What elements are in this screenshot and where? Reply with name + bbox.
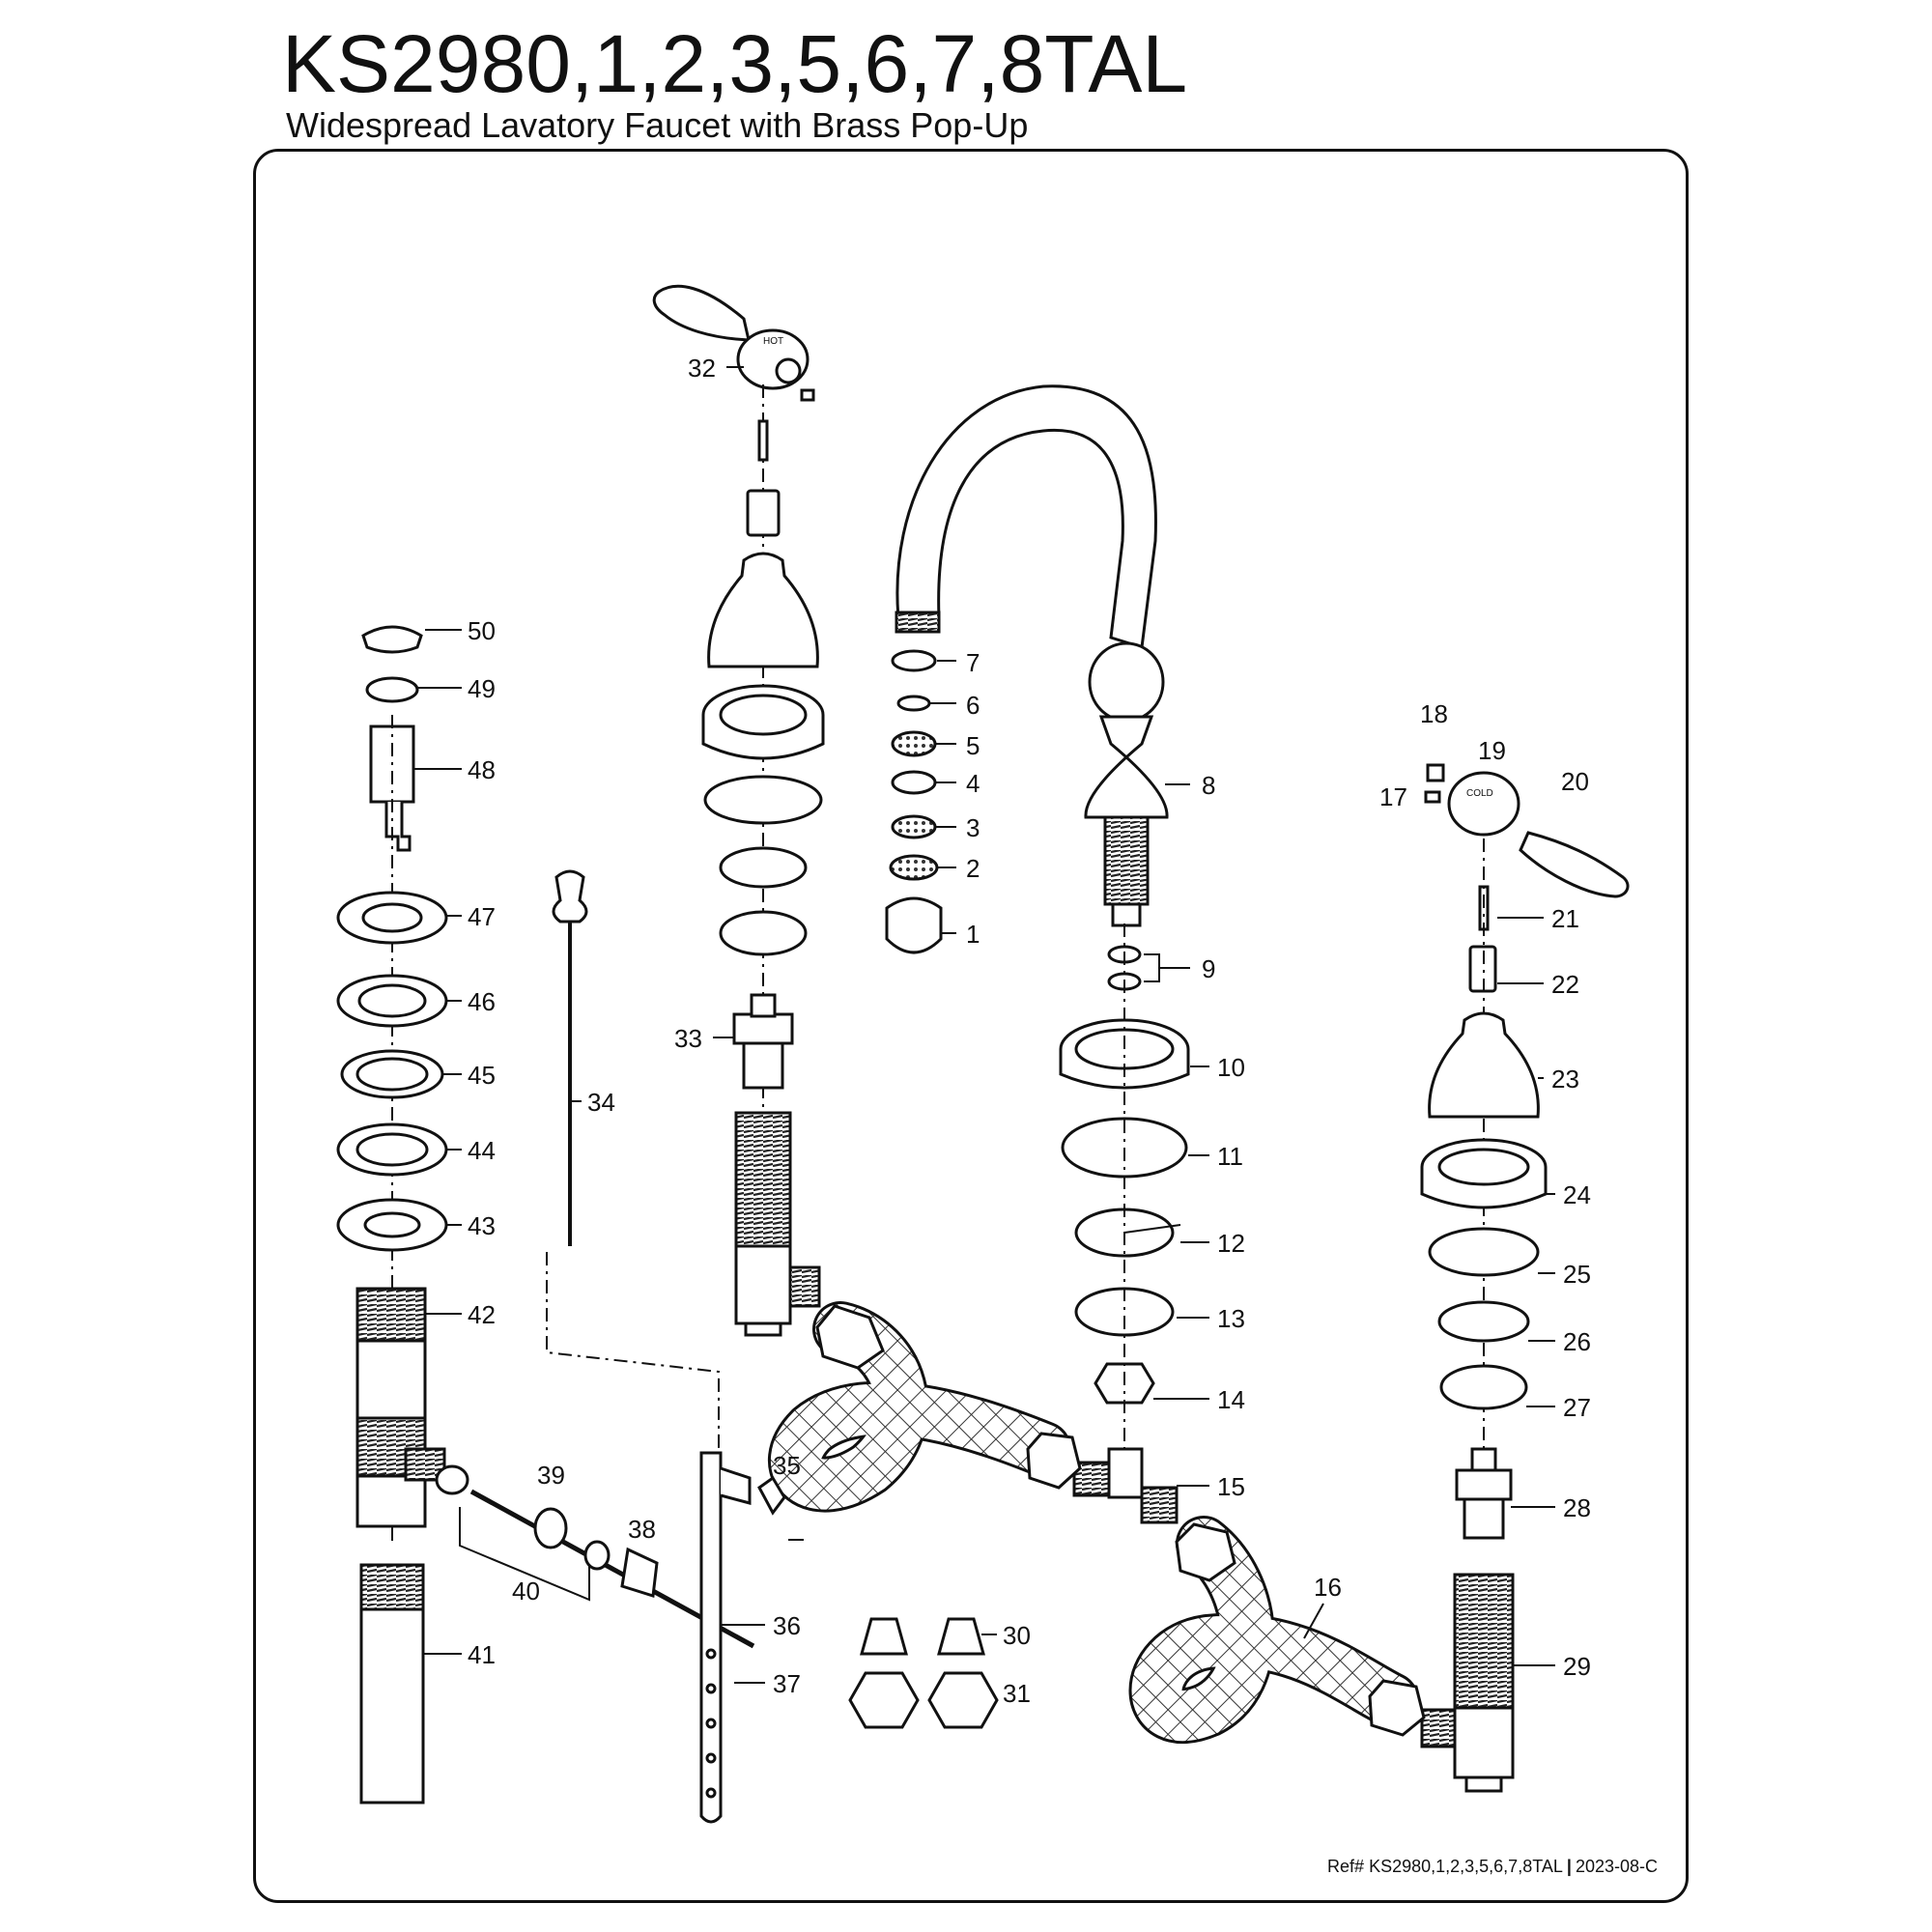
part-label-24: 24 [1563, 1180, 1591, 1209]
gooseneck-spout [895, 384, 1157, 649]
part-label-31: 31 [1003, 1679, 1031, 1708]
part-label-30: 30 [1003, 1621, 1031, 1650]
hot-lever-handle: HOT [652, 284, 815, 402]
part-label-34: 34 [587, 1088, 615, 1117]
part-label-12: 12 [1217, 1229, 1245, 1258]
cold-lever-handle [1519, 831, 1630, 898]
part-label-50: 50 [468, 616, 496, 645]
part-label-19: 19 [1478, 736, 1506, 765]
tailpiece [359, 1607, 425, 1804]
extension-strap [699, 1451, 723, 1824]
part-label-17: 17 [1379, 782, 1407, 811]
part-number-labels: 7 6 5 4 3 2 1 8 9 10 11 12 13 14 15 16 1… [468, 354, 1591, 1708]
part-label-41: 41 [468, 1640, 496, 1669]
reference-number: Ref# KS2980,1,2,3,5,6,7,8TAL [1327, 1857, 1563, 1876]
part-label-1: 1 [966, 920, 980, 949]
part-label-37: 37 [773, 1669, 801, 1698]
part-label-6: 6 [966, 691, 980, 720]
part-label-45: 45 [468, 1061, 496, 1090]
part-label-4: 4 [966, 769, 980, 798]
diagram-frame [253, 149, 1689, 1903]
part-label-18: 18 [1420, 699, 1448, 728]
part-label-25: 25 [1563, 1260, 1591, 1289]
hot-handle-assembly: HOT [652, 284, 825, 1337]
part-label-46: 46 [468, 987, 496, 1016]
page-title: KS2980,1,2,3,5,6,7,8TAL [282, 18, 1188, 109]
tee-connector [1107, 1447, 1144, 1499]
cold-handle-body [1447, 771, 1520, 837]
part-label-5: 5 [966, 731, 980, 760]
part-label-20: 20 [1561, 767, 1589, 796]
part-label-35: 35 [773, 1451, 801, 1480]
part-label-14: 14 [1217, 1385, 1245, 1414]
part-label-33: 33 [674, 1024, 702, 1053]
hot-valve-cartridge [732, 1012, 794, 1045]
part-label-22: 22 [1551, 970, 1579, 999]
part-label-28: 28 [1563, 1493, 1591, 1522]
part-label-47: 47 [468, 902, 496, 931]
part-label-42: 42 [468, 1300, 496, 1329]
part-label-10: 10 [1217, 1053, 1245, 1082]
part-label-29: 29 [1563, 1652, 1591, 1681]
drain-stopper-cap [361, 625, 423, 654]
part-label-43: 43 [468, 1211, 496, 1240]
part-label-23: 23 [1551, 1065, 1579, 1094]
part-label-8: 8 [1202, 771, 1215, 800]
part-label-9: 9 [1202, 954, 1215, 983]
spout-base [1084, 715, 1169, 819]
cold-handle-assembly: COLD [1420, 763, 1630, 1793]
supply-hoses [768, 1301, 1426, 1744]
footer-separator: | [1566, 1857, 1572, 1876]
part-label-2: 2 [966, 854, 980, 883]
part-label-11: 11 [1217, 1142, 1243, 1171]
leader-lines [413, 366, 1555, 1684]
part-label-21: 21 [1551, 904, 1579, 933]
part-label-36: 36 [773, 1611, 801, 1640]
aerator-parts [885, 649, 943, 954]
revision-code: 2023-08-C [1575, 1857, 1658, 1876]
hot-escutcheon-cap [707, 552, 819, 668]
part-label-40: 40 [512, 1577, 540, 1605]
part-label-13: 13 [1217, 1304, 1245, 1333]
part-label-49: 49 [468, 674, 496, 703]
part-label-7: 7 [966, 648, 980, 677]
part-label-3: 3 [966, 813, 980, 842]
part-label-16: 16 [1314, 1573, 1342, 1602]
reference-footer: Ref# KS2980,1,2,3,5,6,7,8TAL|2023-08-C [1327, 1857, 1658, 1877]
part-label-15: 15 [1217, 1472, 1245, 1501]
hot-shank [734, 1111, 792, 1260]
part-label-26: 26 [1563, 1327, 1591, 1356]
spout-assembly [895, 384, 1190, 1524]
part-label-44: 44 [468, 1136, 496, 1165]
part-label-27: 27 [1563, 1393, 1591, 1422]
handle-adapter [746, 489, 781, 537]
compression-fittings [848, 1617, 999, 1729]
part-label-48: 48 [468, 755, 496, 784]
cold-label: COLD [1466, 788, 1493, 799]
part-label-32: 32 [688, 354, 716, 383]
handle-screw [757, 419, 769, 462]
hot-label: HOT [763, 336, 783, 347]
page-subtitle: Widespread Lavatory Faucet with Brass Po… [286, 105, 1029, 145]
part-label-38: 38 [628, 1515, 656, 1544]
part-label-39: 39 [537, 1461, 565, 1490]
